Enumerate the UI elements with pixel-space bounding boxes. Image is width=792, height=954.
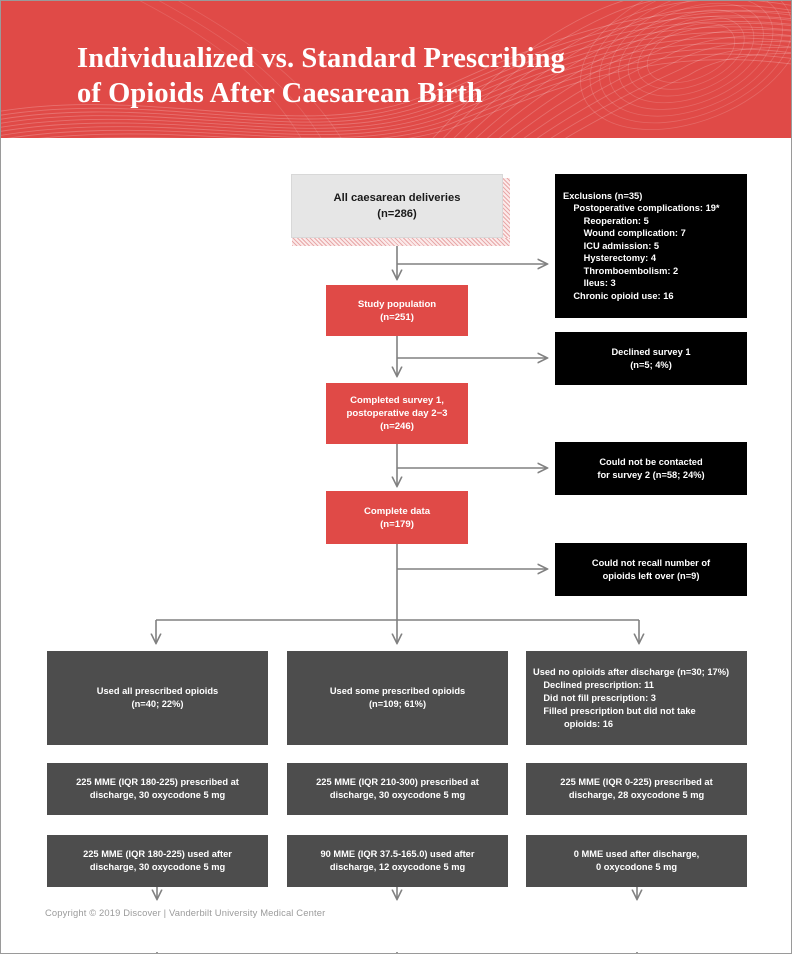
used-all-used-line-2: discharge, 30 oxycodone 5 mg: [89, 862, 226, 872]
node-exclusions: Exclusions (n=35) Postoperative complica…: [555, 174, 747, 318]
used-all-used-line-1: 225 MME (IQR 180-225) used after: [83, 849, 232, 859]
node-complete-data: Complete data (n=179): [326, 491, 468, 544]
used-some-prescribed-line-2: discharge, 30 oxycodone 5 mg: [329, 790, 466, 800]
used-all-prescribed-line-2: discharge, 30 oxycodone 5 mg: [89, 790, 226, 800]
node-used-no-opioids: Used no opioids after discharge (n=30; 1…: [526, 651, 747, 745]
used-none-used-line-2: 0 oxycodone 5 mg: [595, 862, 678, 872]
complete-data-line-2: (n=179): [380, 518, 414, 530]
used-none-header-line-5: opioids: 16: [533, 718, 614, 729]
exclusions-line-8: Ileus: 3: [563, 278, 616, 289]
node-used-all-prescribed-opioids: Used all prescribed opioids (n=40; 22%): [47, 651, 268, 745]
all-deliveries-hatch-shadow-bottom: [292, 238, 510, 246]
exclusions-line-2: Postoperative complications: 19*: [563, 203, 720, 214]
used-all-header-line-2: (n=40; 22%): [131, 699, 184, 709]
node-used-none-prescribed-dose: 225 MME (IQR 0-225) prescribed at discha…: [526, 763, 747, 815]
node-all-caesarean-deliveries: All caesarean deliveries (n=286): [291, 174, 503, 238]
page-title-line-1: Individualized vs. Standard Prescribing: [77, 43, 565, 74]
exclusions-line-9: Chronic opioid use: 16: [563, 290, 674, 301]
study-population-line-1: Study population: [357, 298, 437, 310]
node-used-some-used-dose: 90 MME (IQR 37.5-165.0) used after disch…: [287, 835, 508, 887]
used-none-prescribed-line-2: discharge, 28 oxycodone 5 mg: [568, 790, 705, 800]
all-deliveries-hatch-shadow-right: [502, 178, 510, 246]
exclusions-line-5: ICU admission: 5: [563, 240, 660, 251]
complete-data-line-1: Complete data: [363, 505, 431, 517]
used-all-header-line-1: Used all prescribed opioids: [96, 686, 219, 696]
exclusions-line-3: Reoperation: 5: [563, 215, 649, 226]
copyright-notice: Copyright © 2019 Discover | Vanderbilt U…: [45, 907, 326, 918]
completed-survey1-line-2: postoperative day 2−3: [346, 408, 448, 419]
used-none-header-line-1: Used no opioids after discharge (n=30; 1…: [533, 666, 730, 677]
node-used-some-prescribed-dose: 225 MME (IQR 210-300) prescribed at disc…: [287, 763, 508, 815]
page-title-line-2: of Opioids After Caesarean Birth: [77, 78, 483, 109]
completed-survey1-line-1: Completed survey 1,: [350, 395, 444, 406]
node-could-not-be-contacted: Could not be contacted for survey 2 (n=5…: [555, 442, 747, 495]
declined-survey1-line-2: (n=5; 4%): [630, 359, 672, 370]
not-contacted-line-1: Could not be contacted: [599, 457, 703, 467]
declined-survey1-line-1: Declined survey 1: [611, 347, 691, 357]
completed-survey1-line-3: (n=246): [380, 421, 414, 432]
exclusions-line-1: Exclusions (n=35): [563, 190, 643, 201]
used-some-header-line-1: Used some prescribed opioids: [329, 686, 466, 696]
could-not-recall-line-1: Could not recall number of: [591, 558, 711, 568]
used-none-header-line-4: Filled prescription but did not take: [533, 705, 696, 716]
used-some-used-line-1: 90 MME (IQR 37.5-165.0) used after: [320, 849, 475, 859]
exclusions-line-7: Thromboembolism: 2: [563, 265, 679, 276]
used-some-used-line-2: discharge, 12 oxycodone 5 mg: [329, 862, 466, 872]
node-used-some-prescribed-opioids: Used some prescribed opioids (n=109; 61%…: [287, 651, 508, 745]
node-completed-survey-1: Completed survey 1, postoperative day 2−…: [326, 383, 468, 444]
used-some-header-line-2: (n=109; 61%): [368, 699, 427, 709]
used-none-header-line-3: Did not fill prescription: 3: [533, 692, 656, 703]
node-used-all-used-dose: 225 MME (IQR 180-225) used after dischar…: [47, 835, 268, 887]
all-deliveries-line-2: (n=286): [377, 208, 417, 220]
used-none-used-line-1: 0 MME used after discharge,: [573, 849, 700, 859]
used-none-header-line-2: Declined prescription: 11: [533, 679, 654, 690]
used-some-prescribed-line-1: 225 MME (IQR 210-300) prescribed at: [316, 777, 479, 787]
node-could-not-recall: Could not recall number of opioids left …: [555, 543, 747, 596]
node-used-none-used-dose: 0 MME used after discharge, 0 oxycodone …: [526, 835, 747, 887]
used-none-prescribed-line-1: 225 MME (IQR 0-225) prescribed at: [560, 777, 713, 787]
not-contacted-line-2: for survey 2 (n=58; 24%): [597, 469, 705, 480]
node-study-population: Study population (n=251): [326, 285, 468, 336]
all-deliveries-line-1: All caesarean deliveries: [333, 192, 461, 204]
study-population-line-2: (n=251): [380, 311, 414, 323]
page-header-banner: Individualized vs. Standard Prescribing …: [1, 1, 791, 138]
node-used-all-prescribed-dose: 225 MME (IQR 180-225) prescribed at disc…: [47, 763, 268, 815]
header-wave-decoration: [1, 1, 791, 138]
exclusions-line-4: Wound complication: 7: [563, 228, 686, 239]
used-all-prescribed-line-1: 225 MME (IQR 180-225) prescribed at: [76, 777, 239, 787]
exclusions-line-6: Hysterectomy: 4: [563, 253, 657, 264]
page-title: Individualized vs. Standard Prescribing …: [77, 41, 677, 111]
node-declined-survey-1: Declined survey 1 (n=5; 4%): [555, 332, 747, 385]
could-not-recall-line-2: opioids left over (n=9): [602, 570, 700, 581]
